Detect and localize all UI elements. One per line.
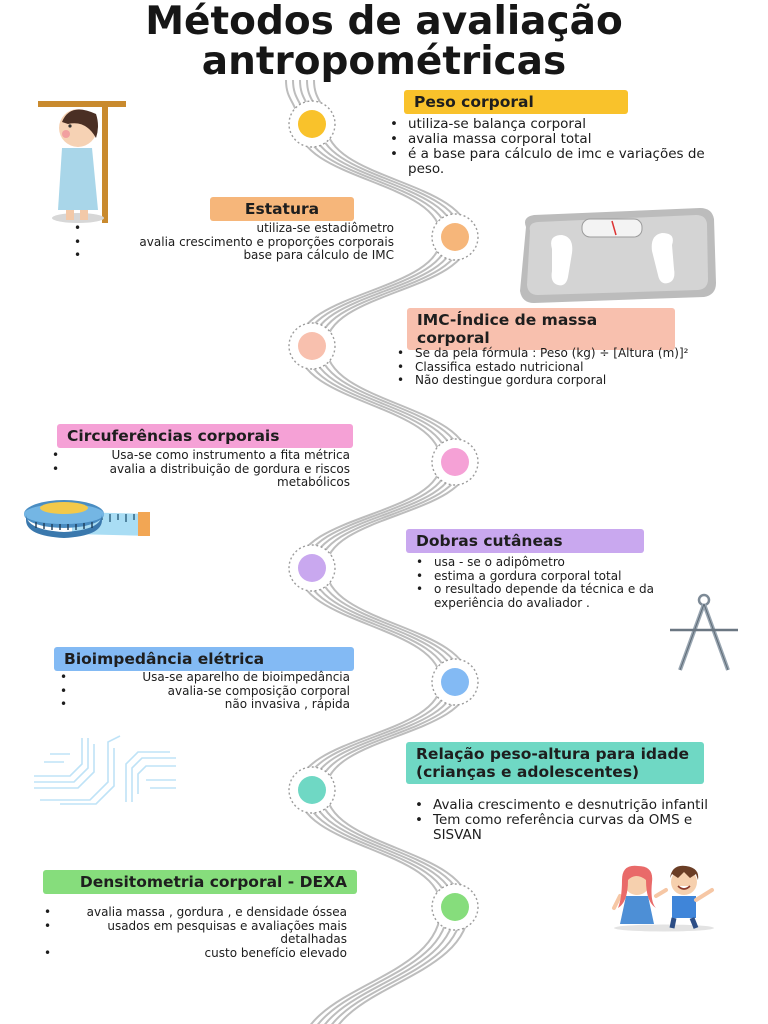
label-imc: IMC-Índice de massa corporal [407, 308, 675, 350]
label-circunferencias: Circuferências corporais [57, 424, 353, 448]
bullet-item: base para cálculo de IMC [72, 249, 394, 263]
label-bioimpedancia: Bioimpedância elétrica [54, 647, 354, 671]
bullet-item: estima a gordura corporal total [414, 569, 724, 584]
bullet-item: avalia massa corporal total [388, 132, 728, 148]
list-peso-corporal: utiliza-se balança corporal avalia massa… [388, 117, 728, 177]
bullet-item: é a base para cálculo de imc e variações… [388, 147, 728, 177]
bullet-item: custo benefício elevado [42, 946, 347, 961]
list-imc: Se da pela fórmula : Peso (kg) ÷ [Altura… [395, 346, 715, 388]
bullet-item: Avalia crescimento e desnutrição infanti… [413, 798, 743, 814]
list-dobras-cutaneas: usa - se o adipômetro estima a gordura c… [414, 555, 724, 610]
bullet-item: Usa-se aparelho de bioimpedância [58, 670, 350, 685]
timeline-dot [298, 776, 326, 804]
bullet-item: avalia crescimento e proporções corporai… [72, 235, 394, 250]
bullet-item: não invasiva , rápida [58, 698, 350, 712]
label-densitometria: Densitometria corporal - DEXA [43, 870, 357, 894]
caliper-compass-icon [670, 593, 738, 671]
list-relacao-peso-altura: Avalia crescimento e desnutrição infanti… [413, 798, 743, 843]
bullet-item: avalia-se composição corporal [58, 684, 350, 699]
bullet-item: Se da pela fórmula : Peso (kg) ÷ [Altura… [395, 346, 715, 361]
bullet-item: usados em pesquisas e avaliações mais de… [42, 919, 347, 947]
bullet-item: avalia massa , gordura , e densidade óss… [42, 905, 347, 920]
bullet-item: avalia a distribuição de gordura e risco… [50, 462, 350, 490]
timeline-dot [441, 223, 469, 251]
timeline-dot [298, 554, 326, 582]
label-dobras-cutaneas: Dobras cutâneas [406, 529, 644, 553]
page-title-line-1: Métodos de avaliação [145, 0, 623, 44]
bullet-item: Usa-se como instrumento a fita métrica [50, 448, 350, 463]
bullet-item: Não destingue gordura corporal [395, 374, 715, 388]
bathroom-scale-icon [520, 208, 716, 303]
list-bioimpedancia: Usa-se aparelho de bioimpedância avalia-… [58, 670, 350, 712]
label-peso-corporal: Peso corporal [404, 90, 628, 114]
timeline-dot [441, 668, 469, 696]
page-title-line-2: antropométricas [201, 39, 567, 84]
timeline-dot [441, 448, 469, 476]
timeline-dot [441, 893, 469, 921]
kids-icon [612, 865, 714, 932]
label-relacao-peso-altura: Relação peso-altura para idade (crianças… [406, 742, 704, 784]
list-estatura: utiliza-se estadiômetro avalia crescimen… [72, 221, 394, 263]
child-stadiometer-icon [38, 101, 126, 223]
list-densitometria: avalia massa , gordura , e densidade óss… [42, 905, 347, 961]
circuit-lines-icon [34, 735, 176, 805]
list-circunferencias: Usa-se como instrumento a fita métrica a… [50, 448, 350, 490]
page-title: Métodos de avaliação antropométricas [0, 2, 768, 82]
label-estatura: Estatura [210, 197, 354, 221]
bullet-item: utiliza-se balança corporal [388, 117, 728, 133]
timeline-dot [298, 332, 326, 360]
bullet-item: usa - se o adipômetro [414, 555, 724, 570]
bullet-item: o resultado depende da técnica e da expe… [414, 582, 724, 610]
bullet-item: utiliza-se estadiômetro [72, 221, 394, 236]
bullet-item: Tem como referência curvas da OMS e SISV… [413, 813, 743, 843]
timeline-dot [298, 110, 326, 138]
measuring-tape-icon [24, 500, 150, 538]
bullet-item: Classifica estado nutricional [395, 360, 715, 375]
